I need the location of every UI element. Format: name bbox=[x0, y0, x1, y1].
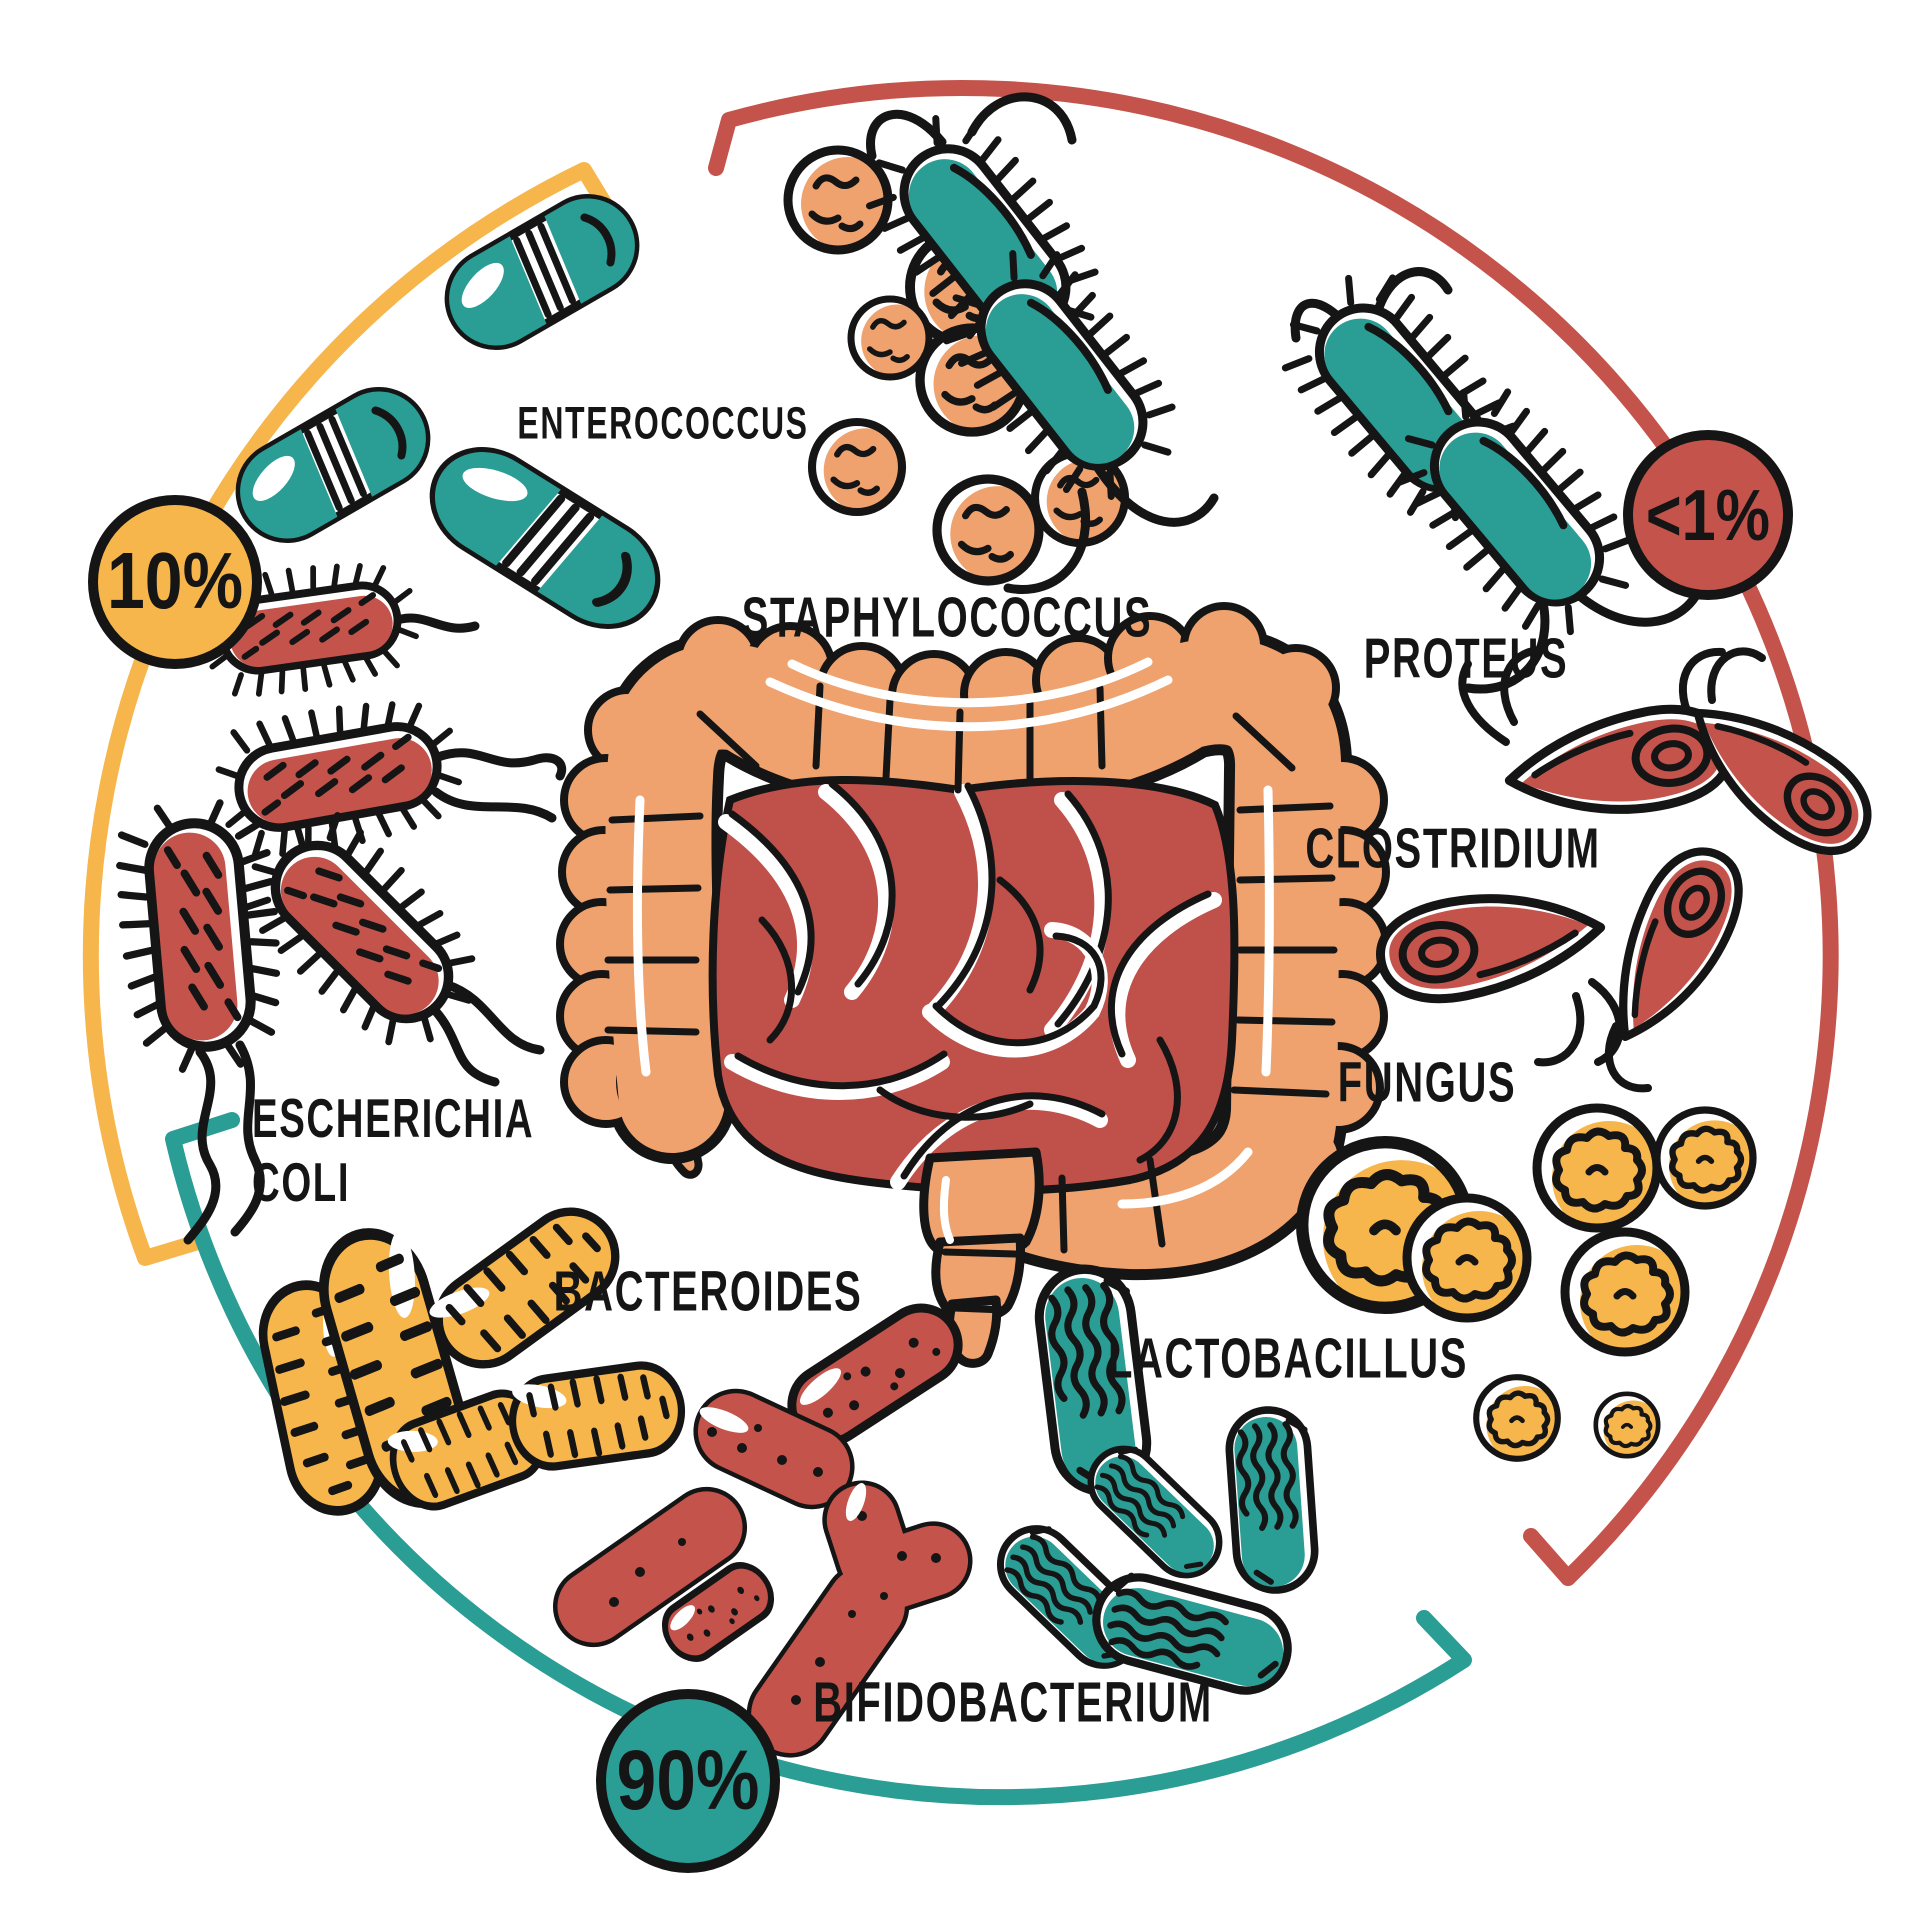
badge-10-circle bbox=[88, 495, 262, 669]
badge-10-value: 10% bbox=[107, 536, 243, 625]
clostridium-illustration bbox=[1374, 646, 1886, 1093]
badge-90-value: 90% bbox=[617, 1732, 760, 1827]
label-escherichia-coli: ESCHERICHIA COLI bbox=[252, 1088, 534, 1216]
clostridium-cell bbox=[1374, 882, 1607, 1007]
fungus-cell bbox=[1476, 1377, 1564, 1463]
badge-less-1-percent: <1% bbox=[1623, 430, 1793, 600]
badge-90-circle bbox=[596, 1689, 780, 1873]
percent-badges: 10% <1% 90% bbox=[88, 430, 1793, 1873]
label-proteus: PROTEUS bbox=[1363, 626, 1569, 690]
fungus-cell bbox=[1657, 1110, 1760, 1212]
ecoli-flagella bbox=[183, 613, 567, 1245]
label-staphylococcus: STAPHYLOCOCCUS bbox=[741, 585, 1153, 649]
bacteroides-cell bbox=[507, 1358, 688, 1472]
label-escherichia-line2: COLI bbox=[252, 1152, 351, 1214]
clostridium-flagella bbox=[1458, 646, 1766, 1093]
lactobacillus-cell bbox=[1227, 1407, 1318, 1592]
clostridium-cell bbox=[1585, 835, 1758, 1057]
bifidobacterium-cell bbox=[552, 1388, 855, 1648]
bacteroides-illustration bbox=[254, 1192, 688, 1520]
label-fungus: FUNGUS bbox=[1337, 1050, 1517, 1114]
badge-10-percent: 10% bbox=[88, 495, 262, 669]
label-bacteroides: BACTEROIDES bbox=[553, 1259, 863, 1323]
label-escherichia-line1: ESCHERICHIA bbox=[252, 1089, 535, 1150]
badge-90-percent: 90% bbox=[596, 1689, 780, 1873]
proteus-illustration bbox=[849, 95, 1705, 694]
fungus-cell bbox=[1407, 1198, 1536, 1325]
bifidobacterium-illustration bbox=[552, 1294, 977, 1758]
enterococcus-cell bbox=[415, 431, 674, 644]
label-bifidobacterium: BIFIDOBACTERIUM bbox=[813, 1670, 1213, 1734]
fungus-illustration bbox=[1302, 1108, 1760, 1464]
badge-less1-circle bbox=[1623, 430, 1793, 600]
label-lactobacillus: LACTOBACILLUS bbox=[1107, 1326, 1469, 1390]
escherichia-coli-illustration bbox=[113, 554, 567, 1245]
fungus-cell bbox=[1596, 1394, 1663, 1460]
enterococcus-cell bbox=[432, 181, 652, 362]
fungus-cell bbox=[1537, 1108, 1666, 1235]
label-clostridium: CLOSTRIDIUM bbox=[1305, 816, 1601, 880]
staphylococcus-cell bbox=[937, 479, 1046, 582]
rectum bbox=[919, 1147, 1044, 1368]
staphylococcus-cell bbox=[812, 422, 908, 513]
intestine-illustration bbox=[556, 602, 1390, 1368]
enterococcus-cell bbox=[223, 374, 443, 555]
lactobacillus-cell bbox=[1077, 1435, 1233, 1589]
badge-less1-value: <1% bbox=[1646, 476, 1770, 556]
bifidobacterium-cell bbox=[746, 1480, 973, 1758]
ecoli-cell bbox=[212, 690, 466, 865]
label-enterococcus: ENTEROCOCCUS bbox=[517, 398, 809, 449]
fungus-cell bbox=[1565, 1232, 1694, 1359]
